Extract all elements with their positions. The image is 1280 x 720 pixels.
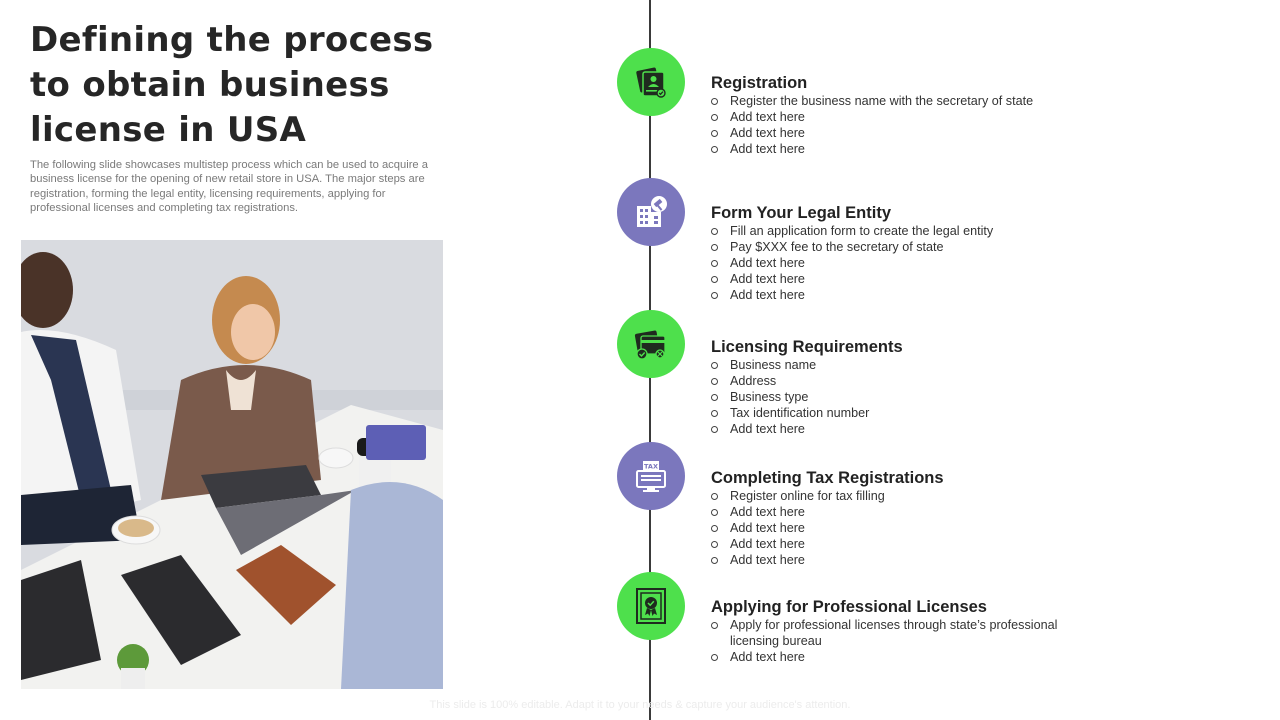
list-item: Business name — [711, 357, 1091, 373]
list-item: Add text here — [711, 287, 1091, 303]
step-items: Apply for professional licenses through … — [711, 617, 1071, 665]
step-5-icon-circle — [617, 572, 685, 640]
license-check-icon — [634, 330, 666, 360]
step-1-icon-circle — [617, 48, 685, 116]
slide-title: Defining the process to obtain business … — [30, 20, 434, 150]
step-licensing-requirements: Licensing Requirements Business name Add… — [711, 337, 1091, 437]
step-professional-licenses: Applying for Professional Licenses Apply… — [711, 597, 1091, 665]
step-title: Licensing Requirements — [711, 338, 903, 356]
list-item: Add text here — [711, 552, 1091, 568]
tax-computer-icon: TAX — [636, 461, 666, 492]
list-item: Add text here — [711, 125, 1091, 141]
business-meeting-photo — [21, 240, 443, 689]
list-item: Add text here — [711, 504, 1091, 520]
svg-text:TAX: TAX — [644, 463, 658, 471]
list-item: Address — [711, 373, 1091, 389]
step-registration: Registration Register the business name … — [711, 73, 1091, 157]
list-item: Add text here — [711, 255, 1091, 271]
step-items: Register online for tax filling Add text… — [711, 488, 1091, 568]
list-item: Register the business name with the secr… — [711, 93, 1091, 109]
list-item: Pay $XXX fee to the secretary of state — [711, 239, 1091, 255]
list-item: Add text here — [711, 649, 1071, 665]
list-item: Business type — [711, 389, 1091, 405]
step-items: Fill an application form to create the l… — [711, 223, 1091, 303]
list-item: Add text here — [711, 520, 1091, 536]
building-gavel-icon — [637, 196, 667, 227]
step-2-icon-circle — [617, 178, 685, 246]
certificate-icon — [636, 588, 666, 624]
list-item: Register online for tax filling — [711, 488, 1091, 504]
step-title: Completing Tax Registrations — [711, 469, 944, 487]
list-item: Add text here — [711, 536, 1091, 552]
list-item: Add text here — [711, 421, 1091, 437]
list-item: Fill an application form to create the l… — [711, 223, 1091, 239]
list-item: Apply for professional licenses through … — [711, 617, 1071, 649]
list-item: Tax identification number — [711, 405, 1091, 421]
id-cards-icon — [636, 67, 666, 98]
list-item: Add text here — [711, 109, 1091, 125]
step-title: Registration — [711, 74, 808, 92]
step-items: Register the business name with the secr… — [711, 93, 1091, 157]
step-tax-registrations: Completing Tax Registrations Register on… — [711, 468, 1091, 568]
step-title: Form Your Legal Entity — [711, 204, 891, 222]
step-3-icon-circle — [617, 310, 685, 378]
step-title: Applying for Professional Licenses — [711, 598, 987, 616]
step-4-icon-circle: TAX — [617, 442, 685, 510]
meeting-illustration — [21, 240, 443, 689]
slide-description: The following slide showcases multistep … — [30, 159, 428, 214]
slide-footer-note: This slide is 100% editable. Adapt it to… — [429, 699, 851, 711]
step-items: Business name Address Business type Tax … — [711, 357, 1091, 437]
list-item: Add text here — [711, 271, 1091, 287]
list-item: Add text here — [711, 141, 1091, 157]
step-legal-entity: Form Your Legal Entity Fill an applicati… — [711, 203, 1091, 303]
